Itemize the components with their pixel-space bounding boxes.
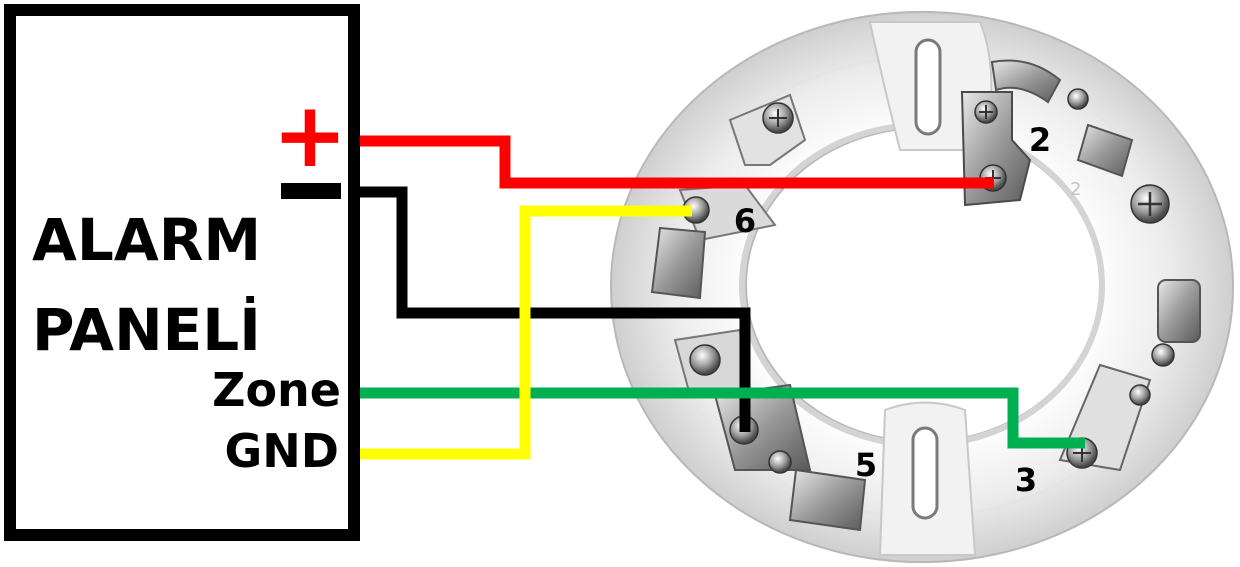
screw-icon: [1067, 88, 1089, 110]
screw-icon: [1151, 343, 1175, 367]
gnd-label: GND: [225, 424, 339, 478]
contact-plate: [1076, 123, 1134, 178]
panel-title-line2: PANELİ: [32, 295, 261, 364]
panel-plus-sign: +: [272, 83, 347, 188]
terminal-label-6: 6: [734, 202, 756, 240]
wires: [357, 135, 1085, 460]
bottom-mount-slot: [911, 426, 939, 520]
spring-clip: [788, 468, 867, 532]
spring-clip: [650, 226, 707, 300]
screw-icon: [1129, 384, 1151, 406]
panel-minus-sign: [281, 183, 341, 199]
alarm-panel-box: [4, 4, 360, 541]
terminal-label-5: 5: [855, 446, 877, 484]
screw-icon: [689, 344, 721, 376]
positive-wire: [357, 135, 994, 189]
spring-clip: [1157, 279, 1201, 343]
zone-wire: [357, 387, 1085, 449]
panel-title-line1: ALARM: [32, 206, 261, 274]
top-mount-slot: [914, 38, 942, 136]
screw-icon: [768, 450, 792, 474]
negative-wire: [357, 186, 751, 432]
detector-base: 2: [609, 11, 1235, 563]
terminal-label-3: 3: [1015, 461, 1037, 499]
terminal-label-2: 2: [1029, 121, 1051, 159]
base-embossed-mark: 2: [1070, 179, 1081, 200]
zone-label: Zone: [212, 363, 341, 417]
spring-clip: [990, 59, 1062, 104]
gnd-wire: [357, 205, 692, 460]
terminal-block-2: [960, 91, 1032, 207]
